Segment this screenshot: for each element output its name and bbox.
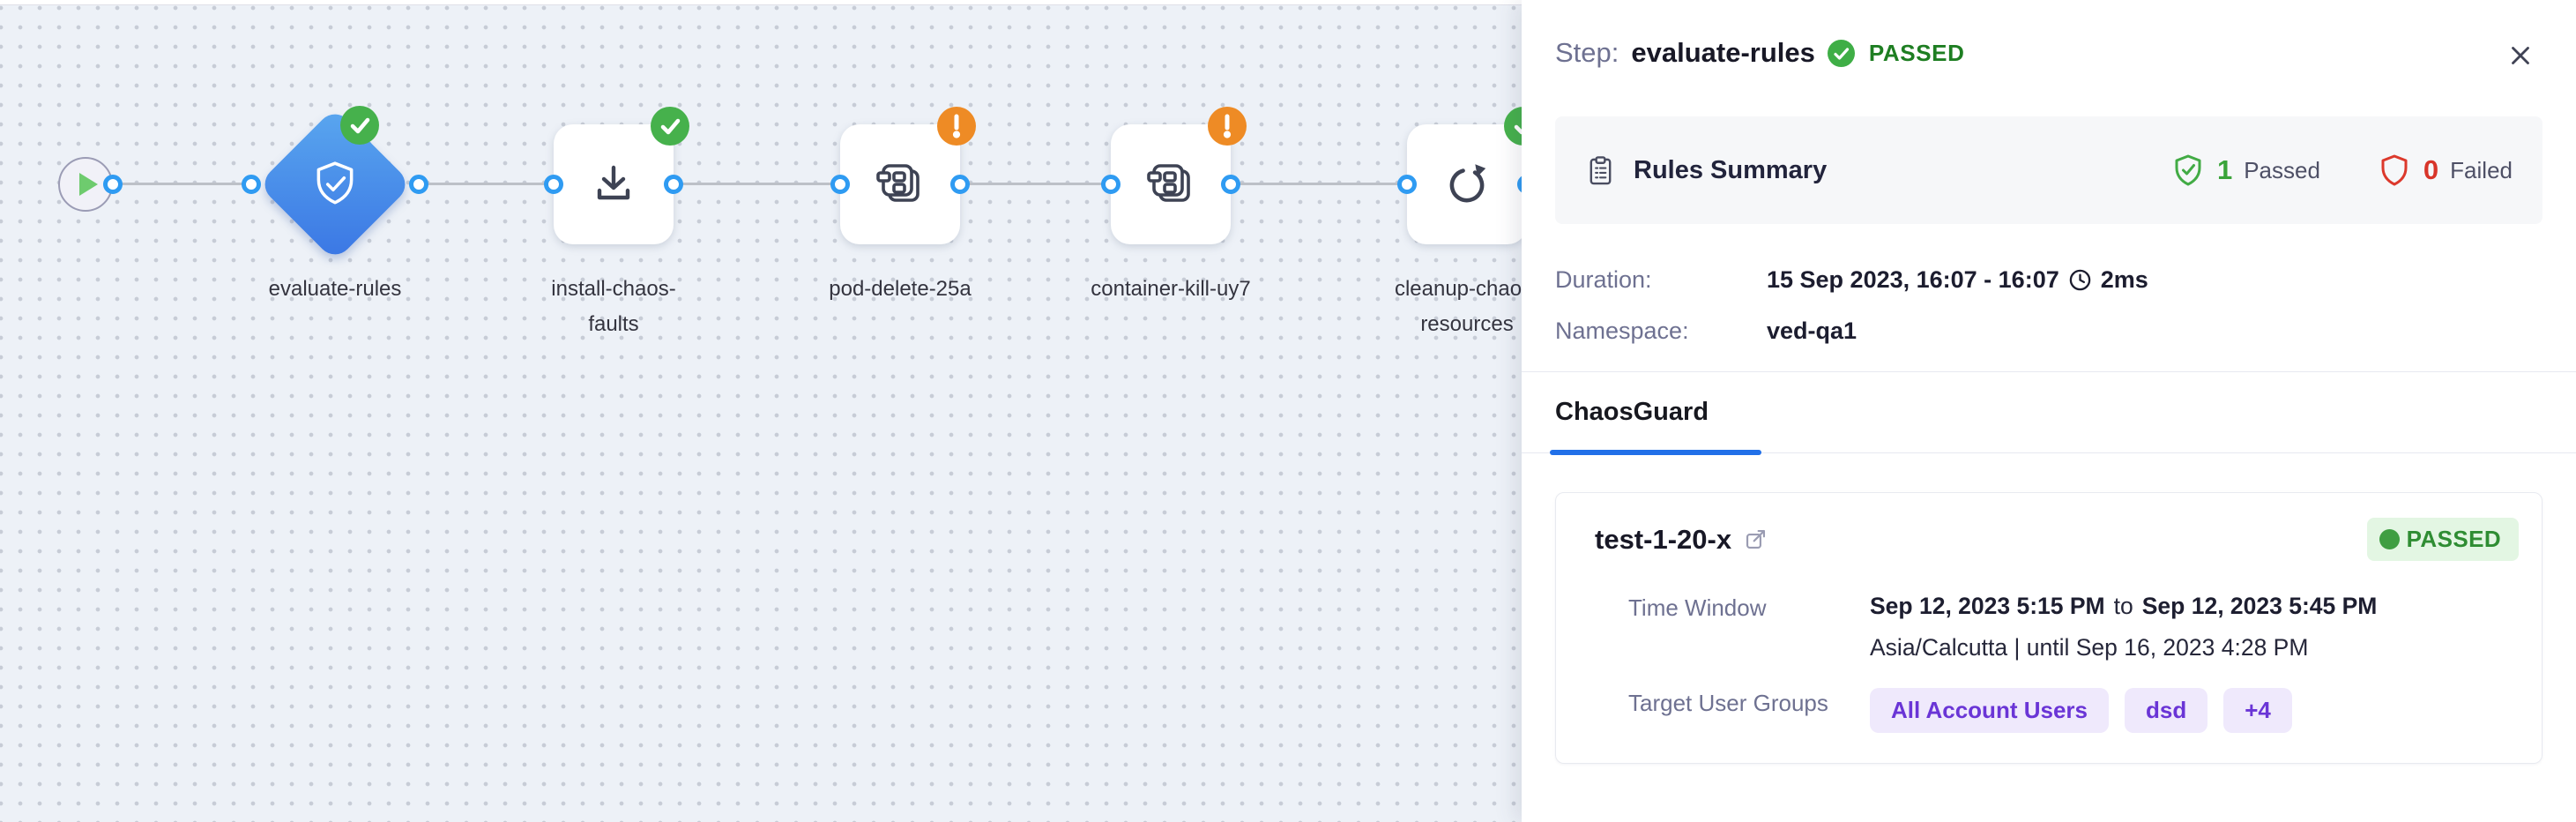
namespace-label: Namespace: bbox=[1555, 318, 1689, 344]
refresh-icon bbox=[1449, 164, 1486, 203]
shield-icon bbox=[2381, 154, 2408, 186]
target-groups-label: Target User Groups bbox=[1628, 690, 1828, 716]
rules-summary-card: Rules Summary 1 Passed 0 Failed bbox=[1555, 116, 2542, 224]
namespace-value: ved-qa1 bbox=[1767, 318, 1858, 344]
port[interactable] bbox=[830, 175, 850, 194]
timezone-line: Asia/Calcutta | until Sep 16, 2023 4:28 … bbox=[1870, 634, 2309, 661]
port[interactable] bbox=[242, 175, 261, 194]
passed-count: 1 bbox=[2216, 154, 2233, 185]
shield-check-icon bbox=[309, 159, 361, 210]
node-container-kill-uy7[interactable] bbox=[1111, 107, 1247, 244]
node-label: evaluate-rules bbox=[268, 277, 402, 301]
rule-status-text: PASSED bbox=[2406, 526, 2501, 552]
status-passed-badge bbox=[651, 107, 689, 146]
edge-containerkill-cleanup bbox=[1231, 183, 1407, 185]
step-name: evaluate-rules bbox=[1631, 37, 1815, 68]
external-link-icon[interactable] bbox=[1744, 527, 1768, 551]
node-label: cleanup-chaos-resources bbox=[1394, 277, 1540, 336]
time-join: to bbox=[2113, 593, 2133, 619]
time-window-value: Sep 12, 2023 5:15 PM to Sep 12, 2023 5:45 … bbox=[1870, 593, 2377, 619]
tabs-row: ChaosGuard bbox=[1522, 372, 2576, 455]
shield-check-icon bbox=[2175, 154, 2201, 186]
time-window-label: Time Window bbox=[1628, 594, 1767, 621]
port[interactable] bbox=[664, 175, 683, 194]
duration-label: Duration: bbox=[1555, 266, 1652, 293]
node-evaluate-rules[interactable] bbox=[257, 107, 413, 262]
node-label: install-chaos-faults bbox=[551, 277, 676, 336]
rule-title: test-1-20-x bbox=[1595, 523, 1732, 555]
target-user-groups-row: Target User Groups All Account Users dsd… bbox=[1595, 688, 2519, 733]
user-group-badge: dsd bbox=[2124, 688, 2208, 733]
status-passed-badge bbox=[340, 106, 379, 145]
failed-label: Failed bbox=[2450, 156, 2513, 183]
status-warning-badge bbox=[1208, 107, 1247, 146]
port[interactable] bbox=[409, 175, 428, 194]
passed-label: Passed bbox=[2244, 156, 2320, 183]
port[interactable] bbox=[950, 175, 970, 194]
panel-header: Step: evaluate-rules PASSED bbox=[1555, 37, 2542, 69]
step-prefix: Step: bbox=[1555, 37, 1619, 68]
chaos-fault-icon bbox=[876, 164, 919, 202]
failed-count: 0 bbox=[2423, 154, 2439, 185]
tab-chaosguard[interactable]: ChaosGuard bbox=[1549, 372, 1762, 455]
duration-value: 15 Sep 2023, 16:07 - 16:07 bbox=[1767, 266, 2059, 293]
close-button[interactable] bbox=[2504, 39, 2537, 72]
rules-summary-title: Rules Summary bbox=[1634, 155, 1828, 184]
edge-start-evaluate bbox=[113, 183, 251, 185]
port[interactable] bbox=[544, 175, 563, 194]
divider bbox=[1522, 371, 2576, 372]
user-group-badge-more[interactable]: +4 bbox=[2223, 688, 2292, 733]
download-icon bbox=[597, 165, 630, 200]
edge-poddelete-containerkill bbox=[960, 183, 1111, 185]
status-warning-badge bbox=[937, 107, 976, 146]
chaosguard-rule-card: test-1-20-x PASSED Time Window Sep 12, 2… bbox=[1555, 492, 2542, 764]
clipboard-icon bbox=[1590, 155, 1612, 184]
node-cleanup-chaos-resources[interactable] bbox=[1407, 107, 1543, 244]
time-start: Sep 12, 2023 5:15 PM bbox=[1870, 593, 2105, 619]
clock-icon bbox=[2069, 269, 2090, 291]
chaos-fault-icon bbox=[1147, 164, 1190, 202]
namespace-row: Namespace: ved-qa1 bbox=[1555, 318, 2542, 345]
step-status-text: PASSED bbox=[1868, 39, 1965, 66]
edge-install-poddelete bbox=[674, 183, 840, 185]
port[interactable] bbox=[103, 175, 123, 194]
passed-stat: 1 Passed bbox=[2170, 153, 2320, 188]
play-icon bbox=[78, 173, 98, 196]
edge-evaluate-install bbox=[419, 183, 554, 185]
port[interactable] bbox=[1221, 175, 1240, 194]
node-pod-delete-25a[interactable] bbox=[840, 107, 976, 244]
port[interactable] bbox=[1397, 175, 1417, 194]
node-install-chaos-faults[interactable] bbox=[554, 107, 689, 244]
close-icon bbox=[2512, 47, 2529, 64]
rule-status-badge: PASSED bbox=[2366, 518, 2519, 561]
failed-stat: 0 Failed bbox=[2377, 153, 2513, 188]
duration-elapsed: 2ms bbox=[2100, 266, 2148, 293]
duration-row: Duration: 15 Sep 2023, 16:07 - 16:07 2ms bbox=[1555, 266, 2542, 294]
node-label: container-kill-uy7 bbox=[1091, 277, 1251, 301]
check-circle-icon bbox=[1827, 39, 1855, 67]
user-group-badge: All Account Users bbox=[1870, 688, 2109, 733]
node-label: pod-delete-25a bbox=[829, 277, 972, 301]
time-end: Sep 12, 2023 5:45 PM bbox=[2141, 593, 2378, 619]
status-dot bbox=[2379, 529, 2400, 549]
port[interactable] bbox=[1101, 175, 1120, 194]
step-details-panel: Step: evaluate-rules PASSED Rules Summar… bbox=[1522, 0, 2576, 822]
